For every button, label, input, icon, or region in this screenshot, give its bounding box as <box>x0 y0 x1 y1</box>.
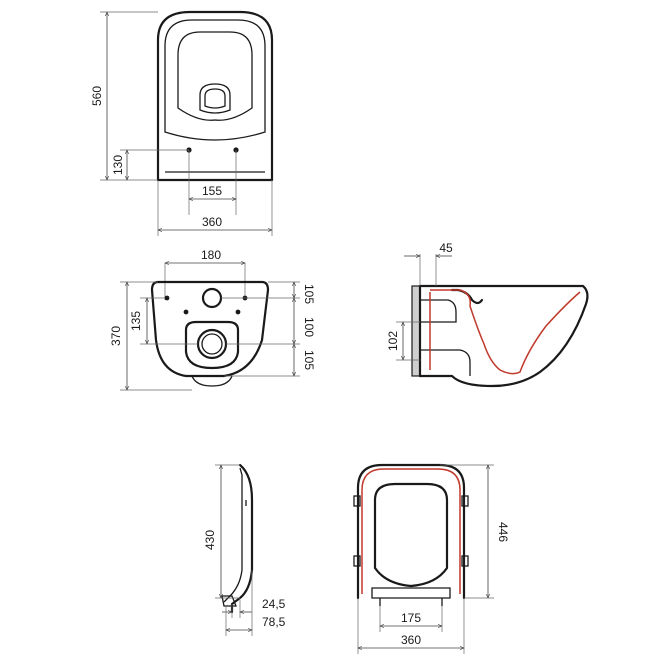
front-view-fix-hole-lower-left <box>183 309 189 315</box>
seat-top-hinge-bar <box>371 587 451 599</box>
dim-label-100: 100 <box>302 317 316 337</box>
front-view-base <box>191 375 233 387</box>
seat-top-bumper-lower-right <box>461 555 469 567</box>
front-view: 180 370 135 105 100 105 <box>109 248 316 390</box>
seat-side-view: 430 24,5 78,5 <box>203 463 286 636</box>
dim-label-102: 102 <box>386 331 400 351</box>
seat-side-inner <box>223 467 243 603</box>
dim-label-175: 175 <box>401 611 421 625</box>
side-view-flush-channel <box>430 289 581 375</box>
dim-label-135: 135 <box>129 311 143 331</box>
dim-label-430: 430 <box>203 530 217 550</box>
side-view-inlet-pipe <box>420 299 457 323</box>
dim-label-180: 180 <box>201 248 221 262</box>
dim-label-78-5: 78,5 <box>262 615 286 629</box>
dim-label-446: 446 <box>496 522 510 542</box>
front-view-outlet-frame <box>184 320 240 370</box>
front-view-outline <box>150 280 270 378</box>
top-view-bowl-outline <box>156 10 274 182</box>
front-view-fix-hole-left <box>164 295 170 301</box>
seat-side-hinge <box>221 595 237 607</box>
side-view-rim <box>450 288 484 305</box>
dim-label-155: 155 <box>202 184 222 198</box>
top-view-rim-inner <box>164 19 266 141</box>
dim-label-560: 560 <box>90 86 104 106</box>
side-view-wall-hatch <box>411 285 421 377</box>
top-view-water-pocket <box>199 83 231 114</box>
seat-top-bumper-upper-right <box>461 495 469 507</box>
dim-label-105-upper: 105 <box>302 284 316 304</box>
dim-label-360-top: 360 <box>202 215 222 229</box>
top-view: 560 130 155 360 <box>90 10 274 236</box>
seat-top-bumper-upper-left <box>353 495 361 507</box>
front-view-fix-hole-lower-right <box>235 309 241 315</box>
seat-top-lid-edge <box>361 468 461 594</box>
side-view-outer-profile <box>418 284 589 388</box>
dim-label-130: 130 <box>111 155 125 175</box>
seat-top-opening <box>373 482 449 588</box>
side-view: 45 102 <box>386 241 589 388</box>
seat-top-outline <box>356 463 466 600</box>
seat-top-bumper-lower-left <box>353 555 361 567</box>
top-view-bowl-opening <box>177 31 253 121</box>
dim-label-105-lower: 105 <box>302 350 316 370</box>
dim-label-370: 370 <box>109 326 123 346</box>
side-view-trap <box>420 349 471 376</box>
front-view-outlet-inner <box>201 333 223 355</box>
dim-label-24-5: 24,5 <box>262 597 286 611</box>
seat-top-view: 446 175 360 <box>353 463 510 654</box>
dim-label-360-seat: 360 <box>401 633 421 647</box>
front-view-inlet-hole <box>201 287 223 309</box>
dim-label-45: 45 <box>439 241 453 255</box>
top-view-water-inner <box>204 88 226 109</box>
